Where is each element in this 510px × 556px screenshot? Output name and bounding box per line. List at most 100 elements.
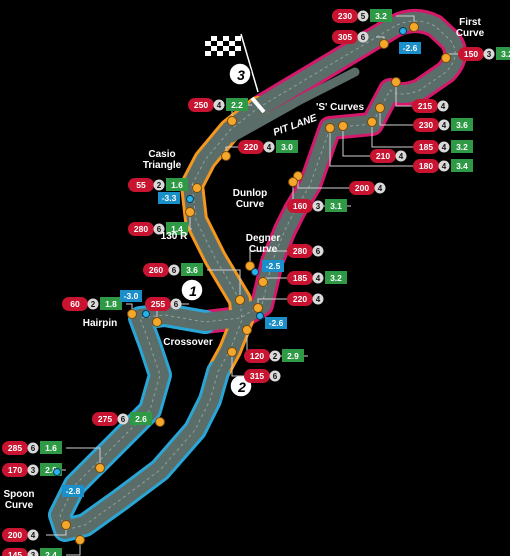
svg-text:4: 4: [267, 143, 272, 152]
corner-marker: [227, 116, 237, 126]
speed-point: 220 4: [287, 292, 324, 306]
braking-g-badge: -2.6: [399, 42, 421, 54]
speed-badge: 305: [332, 30, 358, 44]
gear-badge: 4: [437, 100, 449, 112]
svg-text:200: 200: [8, 530, 22, 540]
corner-marker: [441, 53, 451, 63]
corner-marker: [221, 151, 231, 161]
speed-badge: 220: [238, 140, 264, 154]
speed-badge: 210: [370, 149, 396, 163]
gear-badge: 4: [438, 141, 450, 153]
svg-text:4: 4: [31, 531, 36, 540]
speed-badge: 185: [287, 271, 313, 285]
svg-text:60: 60: [70, 299, 80, 309]
gear-badge: 4: [374, 182, 386, 194]
speed-badge: 260: [143, 263, 169, 277]
svg-text:4: 4: [442, 162, 447, 171]
corner-marker: [235, 295, 245, 305]
speed-badge: 150: [458, 47, 484, 61]
braking-g-badge: -2.5: [262, 260, 284, 272]
svg-text:3: 3: [487, 50, 492, 59]
speed-badge: 60: [62, 297, 88, 311]
svg-text:215: 215: [418, 101, 432, 111]
speed-badge: 315: [244, 369, 270, 383]
speed-badge: 180: [413, 159, 439, 173]
speed-badge: 120: [244, 349, 270, 363]
gear-badge: 3: [27, 464, 39, 476]
svg-text:2.4: 2.4: [45, 550, 57, 556]
corner-marker: [379, 39, 389, 49]
svg-text:-2.6: -2.6: [269, 318, 284, 328]
svg-text:250: 250: [194, 100, 208, 110]
braking-g-badge: -3.3: [158, 192, 180, 204]
svg-text:3.4: 3.4: [456, 161, 468, 171]
gear-badge: 4: [312, 272, 324, 284]
leader-line: [66, 447, 101, 468]
svg-text:-3.0: -3.0: [124, 291, 139, 301]
svg-text:220: 220: [293, 294, 307, 304]
svg-text:4: 4: [441, 102, 446, 111]
svg-text:6: 6: [174, 300, 179, 309]
svg-text:210: 210: [376, 151, 390, 161]
svg-text:145: 145: [8, 550, 22, 556]
corner-marker: [325, 123, 335, 133]
gear-badge: 2: [269, 350, 281, 362]
lateral-g-badge: 2.2: [226, 98, 248, 111]
svg-text:3.6: 3.6: [186, 265, 198, 275]
svg-text:3: 3: [237, 67, 245, 83]
sector-marker-1: 1: [180, 278, 204, 302]
svg-text:170: 170: [8, 465, 22, 475]
braking-point-marker: [142, 310, 150, 318]
lateral-g-badge: 3.1: [325, 199, 347, 212]
corner-marker: [227, 347, 237, 357]
svg-text:6: 6: [273, 372, 278, 381]
svg-text:2: 2: [237, 379, 246, 395]
speed-badge: 170: [2, 463, 28, 477]
gear-badge: 6: [153, 223, 165, 235]
svg-text:1.6: 1.6: [45, 443, 57, 453]
svg-text:305: 305: [338, 32, 352, 42]
sector-marker-3: 3: [228, 62, 252, 86]
svg-text:-2.6: -2.6: [403, 43, 418, 53]
svg-text:-2.5: -2.5: [266, 261, 281, 271]
speed-point: 280 6: [287, 244, 324, 258]
svg-text:220: 220: [244, 142, 258, 152]
speed-badge: 230: [413, 118, 439, 132]
speed-point: 180 4 3.4: [413, 159, 473, 173]
corner-marker: [185, 207, 195, 217]
braking-point-marker: [186, 195, 194, 203]
speed-badge: 200: [2, 528, 28, 542]
corner-marker: [245, 261, 255, 271]
svg-text:1.4: 1.4: [171, 224, 183, 234]
svg-text:230: 230: [419, 120, 433, 130]
svg-text:285: 285: [8, 443, 22, 453]
corner-marker: [409, 22, 419, 32]
svg-text:280: 280: [293, 246, 307, 256]
gear-badge: 6: [312, 245, 324, 257]
svg-text:4: 4: [316, 295, 321, 304]
svg-text:180: 180: [419, 161, 433, 171]
svg-text:185: 185: [293, 273, 307, 283]
corner-label-hairpin: Hairpin: [83, 318, 117, 329]
speed-badge: 160: [287, 199, 313, 213]
speed-badge: 250: [188, 98, 214, 112]
svg-text:2: 2: [273, 352, 278, 361]
gear-badge: 3: [483, 48, 495, 60]
corner-marker: [152, 317, 162, 327]
svg-text:1: 1: [189, 283, 197, 299]
svg-text:200: 200: [355, 183, 369, 193]
svg-text:185: 185: [419, 142, 433, 152]
corner-marker: [253, 303, 263, 313]
corner-label-130r: 130 R: [161, 231, 188, 242]
